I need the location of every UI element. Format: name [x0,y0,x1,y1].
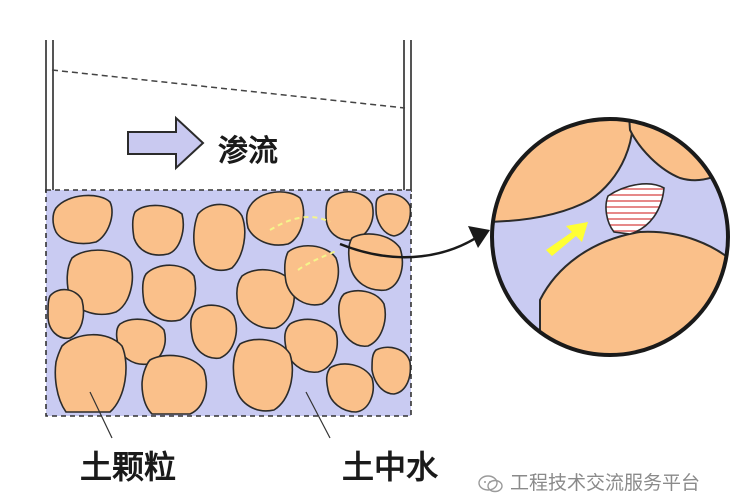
soil-particle [284,318,338,373]
zoom-circle [490,117,730,357]
soil-particle [141,354,208,415]
seepage-label: 渗流 [218,134,278,169]
soil-particle [193,203,246,272]
soil-particle [325,363,374,413]
soil-particle [54,334,127,413]
wechat-icon [478,474,503,492]
water-leader [305,391,331,439]
watermark: 工程技术交流服务平台 [478,468,700,495]
soil-water-label: 土中水 [342,448,439,486]
soil-particle [141,264,197,322]
seepage-arrow [127,115,205,171]
soil-particle [375,193,412,237]
soil-particle [47,288,85,340]
soil-particle [347,233,404,291]
soil-particle [190,304,238,360]
soil-particle [52,194,113,245]
soil-particle [66,249,134,316]
particle-leader [89,391,113,439]
water-level-line [51,69,406,109]
flow-path [269,215,331,231]
zoom-arrow [339,232,483,259]
soil-particle [131,204,184,256]
zoom-arrow-head [468,226,490,248]
flow-arrow [546,222,588,256]
soil-particle-label: 土颗粒 [80,448,177,486]
container [45,40,412,192]
flow-path [297,249,339,271]
watermark-text: 工程技术交流服务平台 [510,472,701,494]
soil-particle [283,245,340,306]
hatched-region [605,183,665,235]
soil-particle [371,346,412,395]
soil-particle [245,191,305,246]
soil-particles [47,191,412,415]
soil-particle [232,338,294,412]
soil-particle [338,290,386,347]
soil-particle [236,269,296,329]
soil-particle [325,191,374,241]
